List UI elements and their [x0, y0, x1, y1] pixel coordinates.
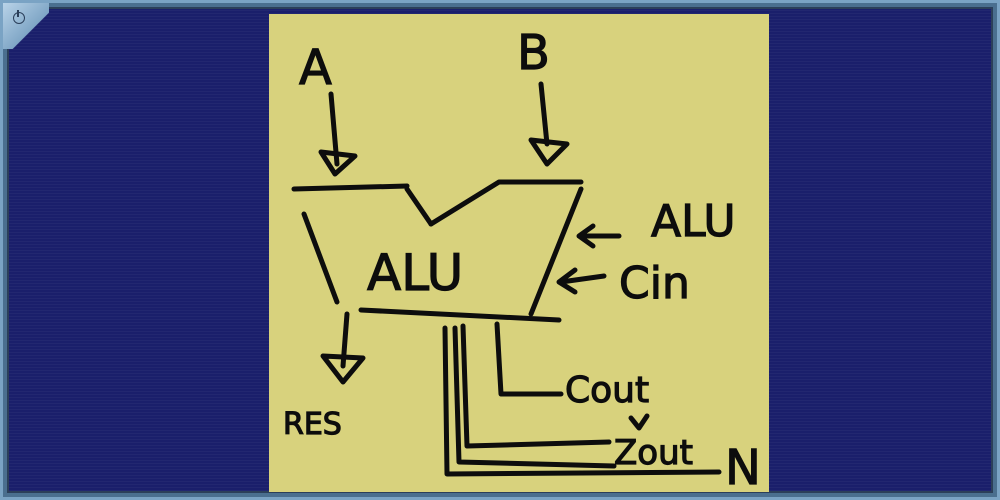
alu-diagram: A B ALU ALU Cin RES	[282, 24, 761, 492]
alu-top-right-edge	[428, 179, 584, 227]
input-a-label: A	[299, 40, 332, 96]
input-a-arrowhead	[318, 149, 358, 177]
control-cin-label: Cin	[619, 258, 690, 309]
input-b-arrowhead	[528, 137, 570, 167]
flag-cout-label: Cout	[565, 370, 649, 411]
alu-top-left-edge	[291, 183, 410, 192]
power-icon[interactable]	[13, 10, 25, 24]
flag-line-zout	[460, 323, 612, 449]
alu-notch-left	[404, 186, 434, 227]
control-alu-label: ALU	[651, 196, 736, 247]
flag-zout-mark	[628, 413, 650, 431]
alu-right-edge	[528, 186, 584, 317]
alu-bottom-edge	[358, 307, 562, 323]
alu-left-edge	[301, 211, 340, 305]
result-label: RES	[283, 407, 342, 442]
alu-block-label: ALU	[367, 244, 463, 302]
flag-line-zout-2	[452, 325, 617, 469]
input-b-label: B	[517, 25, 550, 81]
control-cin-arrow	[556, 267, 607, 295]
sticky-note: A B ALU ALU Cin RES	[269, 14, 769, 492]
flag-n-label: N	[725, 440, 761, 492]
flag-line-cout	[494, 321, 564, 397]
input-b-arrow-shaft	[538, 81, 550, 147]
corner-badge[interactable]	[3, 3, 49, 49]
result-arrowhead	[320, 353, 366, 385]
flag-zout-label: Zout	[614, 433, 693, 473]
control-alu-arrow	[576, 223, 622, 249]
flag-line-n	[442, 325, 722, 477]
